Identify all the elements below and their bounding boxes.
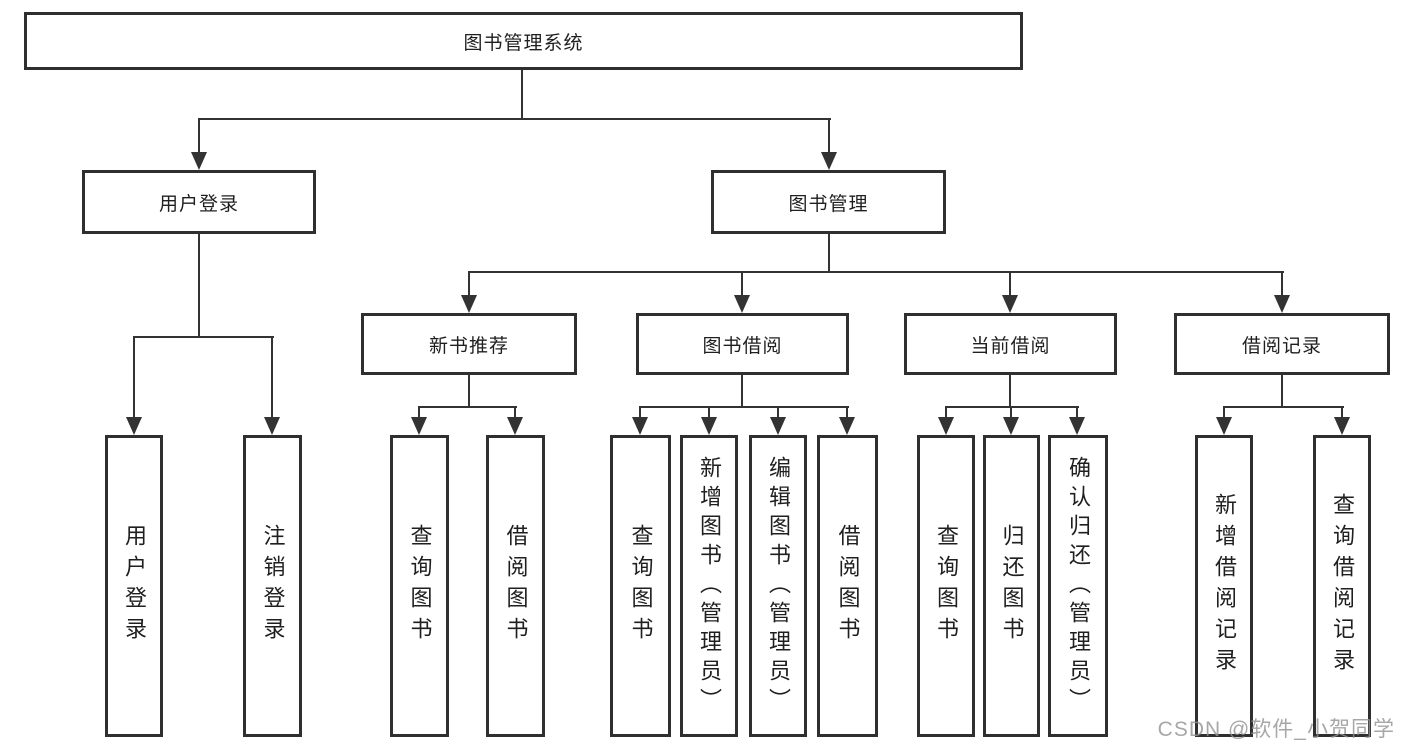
connector-vline xyxy=(133,336,135,419)
arrowhead-icon xyxy=(821,152,837,170)
leaf-cur-confirm-return-admin: 确认归还（管理员） xyxy=(1048,435,1108,737)
leaf-records-query: 查询借阅记录 xyxy=(1313,435,1371,737)
leaf-bor-borrow-book: 借阅图书 xyxy=(817,435,878,737)
arrowhead-icon xyxy=(770,417,786,435)
arrowhead-icon xyxy=(734,295,750,313)
node-current-borrow: 当前借阅 xyxy=(904,313,1117,375)
connector-vline xyxy=(271,336,273,419)
arrowhead-icon xyxy=(126,417,142,435)
arrowhead-icon xyxy=(1334,417,1350,435)
connector-vline xyxy=(1009,271,1011,297)
connector-hline xyxy=(945,406,1079,408)
connector-vline xyxy=(741,271,743,297)
node-book-management: 图书管理 xyxy=(711,170,946,234)
connector-vline xyxy=(1281,271,1283,297)
leaf-rec-borrow-book: 借阅图书 xyxy=(486,435,545,737)
arrowhead-icon xyxy=(632,417,648,435)
leaf-bor-edit-book-admin: 编辑图书（管理员） xyxy=(749,435,807,737)
leaf-rec-query-book: 查询图书 xyxy=(390,435,449,737)
node-root: 图书管理系统 xyxy=(24,12,1023,70)
connector-vline xyxy=(1341,406,1343,419)
leaf-cur-return-book: 归还图书 xyxy=(983,435,1040,737)
connector-vline xyxy=(828,234,830,273)
arrowhead-icon xyxy=(1274,295,1290,313)
connector-vline xyxy=(418,406,420,419)
connector-vline xyxy=(1009,375,1011,408)
leaf-user-logout: 注销登录 xyxy=(243,435,302,737)
connector-vline xyxy=(741,375,743,408)
connector-vline xyxy=(639,406,641,419)
connector-hline xyxy=(133,336,274,338)
connector-hline xyxy=(198,118,831,120)
arrowhead-icon xyxy=(264,417,280,435)
arrowhead-icon xyxy=(191,152,207,170)
leaf-bor-query-book: 查询图书 xyxy=(610,435,671,737)
connector-vline xyxy=(468,375,470,408)
node-new-book-recommend: 新书推荐 xyxy=(361,313,577,375)
connector-vline xyxy=(198,234,200,336)
connector-vline xyxy=(846,406,848,419)
connector-vline xyxy=(468,271,470,297)
node-book-borrow: 图书借阅 xyxy=(636,313,849,375)
node-borrow-records: 借阅记录 xyxy=(1174,313,1390,375)
connector-hline xyxy=(1223,406,1344,408)
connector-vline xyxy=(1076,406,1078,419)
arrowhead-icon xyxy=(507,417,523,435)
leaf-records-add: 新增借阅记录 xyxy=(1195,435,1253,737)
leaf-cur-query-book: 查询图书 xyxy=(917,435,975,737)
arrowhead-icon xyxy=(1069,417,1085,435)
connector-vline xyxy=(198,118,200,155)
leaf-user-login: 用户登录 xyxy=(105,435,163,737)
arrowhead-icon xyxy=(839,417,855,435)
arrowhead-icon xyxy=(411,417,427,435)
connector-vline xyxy=(1281,375,1283,408)
connector-vline xyxy=(514,406,516,419)
connector-vline xyxy=(777,406,779,419)
leaf-bor-add-book-admin: 新增图书（管理员） xyxy=(680,435,738,737)
connector-hline xyxy=(468,271,1284,273)
arrowhead-icon xyxy=(701,417,717,435)
connector-hline xyxy=(418,406,517,408)
arrowhead-icon xyxy=(1216,417,1232,435)
arrowhead-icon xyxy=(1002,295,1018,313)
arrowhead-icon xyxy=(461,295,477,313)
connector-vline xyxy=(708,406,710,419)
connector-vline xyxy=(828,118,830,155)
connector-hline xyxy=(639,406,849,408)
connector-vline xyxy=(945,406,947,419)
connector-vline xyxy=(1010,406,1012,419)
connector-vline xyxy=(1223,406,1225,419)
arrowhead-icon xyxy=(1003,417,1019,435)
arrowhead-icon xyxy=(938,417,954,435)
node-user-login: 用户登录 xyxy=(82,170,316,234)
connector-vline xyxy=(521,70,523,118)
